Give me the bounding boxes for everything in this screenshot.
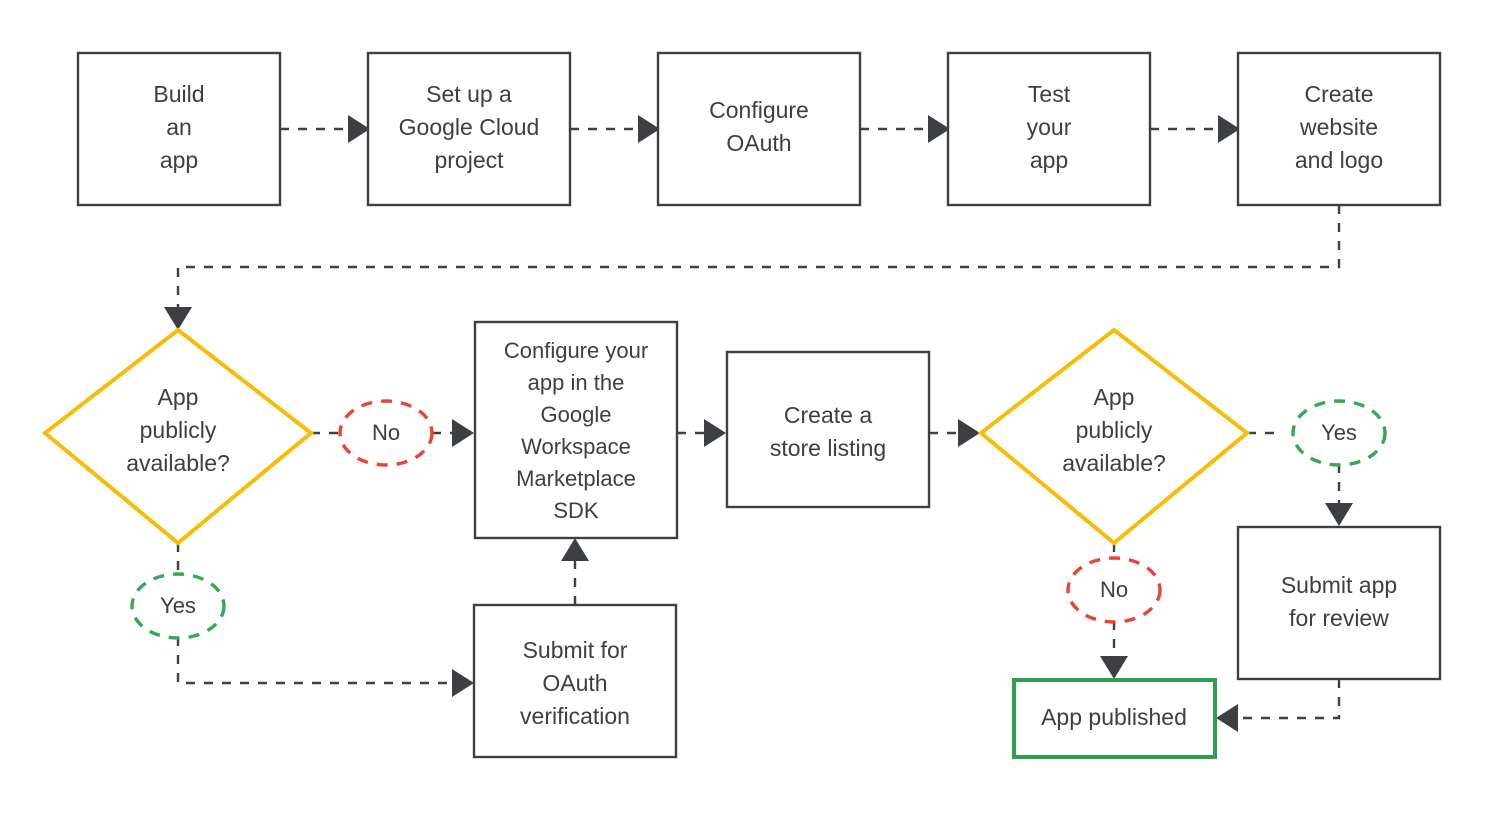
edge-label-yes-1-text: Yes xyxy=(160,593,196,618)
node-build-an-app-line-2: an xyxy=(166,114,192,140)
node-app-published-line-1: App published xyxy=(1041,704,1187,730)
node-build-an-app-shape xyxy=(76,51,282,207)
node-configure-oauth-shape xyxy=(656,51,862,207)
node-create-store-listing[interactable]: Create a store listing xyxy=(725,350,931,509)
node-configure-oauth-line-1: Configure xyxy=(709,97,809,123)
connector-website-to-decision1 xyxy=(176,205,1341,307)
node-submit-review-line-1: Submit app xyxy=(1281,572,1397,598)
node-configure-oauth[interactable]: Configure OAuth xyxy=(656,51,862,207)
node-submit-for-oauth-verification-shape xyxy=(472,603,678,759)
node-decision-app-publicly-available-1[interactable]: App publicly available? xyxy=(41,327,315,546)
edge-label-no-1-shape xyxy=(338,399,434,467)
node-decision-2-line-2: publicly xyxy=(1076,417,1153,443)
node-setup-google-cloud-project-line-3: project xyxy=(434,147,504,173)
node-decision-app-publicly-available-2[interactable]: App publicly available? xyxy=(977,327,1251,546)
node-setup-google-cloud-project-shape xyxy=(366,51,572,207)
arrowhead-no-to-sdk xyxy=(452,419,474,447)
arrowhead-listing-to-decision2 xyxy=(958,419,980,447)
arrowhead-sdk-to-listing xyxy=(704,419,726,447)
connector-yes-to-submit-oauth xyxy=(176,637,452,685)
node-create-website-and-logo-shape xyxy=(1236,51,1442,207)
node-build-an-app-line-3: app xyxy=(160,147,198,173)
node-submit-for-oauth-verification[interactable]: Submit for OAuth verification xyxy=(472,603,678,759)
connector-review-to-published xyxy=(1238,679,1341,720)
node-configure-oauth-line-2: OAuth xyxy=(726,130,791,156)
edge-label-yes-2-text: Yes xyxy=(1321,420,1357,445)
node-build-an-app[interactable]: Build an app xyxy=(76,51,282,207)
node-app-published-shape xyxy=(1012,678,1217,759)
node-create-website-and-logo-line-1: Create xyxy=(1304,81,1373,107)
node-setup-google-cloud-project-line-1: Set up a xyxy=(426,81,512,107)
node-sdk-line-1: Configure your xyxy=(504,338,648,363)
edge-label-no-2-text: No xyxy=(1100,577,1128,602)
arrowhead-review-to-published xyxy=(1216,704,1238,732)
node-test-your-app-line-1: Test xyxy=(1028,81,1071,107)
node-submit-app-for-review[interactable]: Submit app for review xyxy=(1236,525,1442,681)
node-store-listing-line-1: Create a xyxy=(784,402,872,428)
node-decision-1-line-2: publicly xyxy=(140,417,217,443)
arrowhead-yes2-to-review xyxy=(1325,503,1353,526)
edge-label-yes-1: Yes xyxy=(130,572,226,640)
node-test-your-app[interactable]: Test your app xyxy=(946,51,1152,207)
node-create-website-and-logo[interactable]: Create website and logo xyxy=(1236,51,1442,207)
arrowhead-website-to-decision1 xyxy=(164,307,192,330)
arrowhead-gcp-to-oauth xyxy=(638,115,660,143)
arrowhead-yes-to-submit-oauth xyxy=(452,669,474,697)
connectors-layer xyxy=(164,115,1353,732)
edge-label-yes-2: Yes xyxy=(1291,399,1387,467)
node-decision-2-line-1: App xyxy=(1094,384,1135,410)
node-setup-google-cloud-project-line-2: Google Cloud xyxy=(399,114,540,140)
node-decision-1-line-3: available? xyxy=(126,450,230,476)
arrowhead-build-to-gcp xyxy=(348,115,370,143)
node-test-your-app-line-3: app xyxy=(1030,147,1068,173)
edge-label-no-1: No xyxy=(338,399,434,467)
node-submit-oauth-line-2: OAuth xyxy=(542,670,607,696)
node-sdk-line-6: SDK xyxy=(553,498,599,523)
edge-label-yes-1-shape xyxy=(130,572,226,640)
node-build-an-app-line-1: Build xyxy=(153,81,204,107)
edge-label-no-1-text: No xyxy=(372,420,400,445)
node-setup-google-cloud-project[interactable]: Set up a Google Cloud project xyxy=(366,51,572,207)
arrowhead-submit-oauth-to-sdk xyxy=(561,538,589,561)
arrowhead-no2-to-published xyxy=(1100,656,1128,679)
node-submit-app-for-review-shape xyxy=(1236,525,1442,681)
node-configure-app-marketplace-sdk-shape xyxy=(473,320,679,540)
arrowhead-test-to-website xyxy=(1218,115,1240,143)
node-app-published[interactable]: App published xyxy=(1012,678,1217,759)
node-submit-oauth-line-3: verification xyxy=(520,703,630,729)
node-submit-oauth-line-1: Submit for xyxy=(523,637,628,663)
node-create-website-and-logo-line-2: website xyxy=(1299,114,1378,140)
node-store-listing-line-2: store listing xyxy=(770,435,886,461)
node-sdk-line-3: Google xyxy=(541,402,612,427)
node-sdk-line-5: Marketplace xyxy=(516,466,636,491)
node-create-website-and-logo-line-3: and logo xyxy=(1295,147,1383,173)
edge-label-no-2-shape xyxy=(1066,556,1162,624)
edge-label-no-2: No xyxy=(1066,556,1162,624)
node-create-store-listing-shape xyxy=(725,350,931,509)
arrowhead-oauth-to-test xyxy=(928,115,950,143)
node-decision-2-line-3: available? xyxy=(1062,450,1166,476)
node-decision-1-line-1: App xyxy=(158,384,199,410)
node-test-your-app-shape xyxy=(946,51,1152,207)
node-sdk-line-2: app in the xyxy=(528,370,625,395)
node-decision-app-publicly-available-1-shape xyxy=(41,327,315,546)
node-test-your-app-line-2: your xyxy=(1027,114,1072,140)
node-sdk-line-4: Workspace xyxy=(521,434,631,459)
node-decision-app-publicly-available-2-shape xyxy=(977,327,1251,546)
edge-label-yes-2-shape xyxy=(1291,399,1387,467)
node-configure-app-marketplace-sdk[interactable]: Configure your app in the Google Workspa… xyxy=(473,320,679,540)
node-submit-review-line-2: for review xyxy=(1289,605,1389,631)
